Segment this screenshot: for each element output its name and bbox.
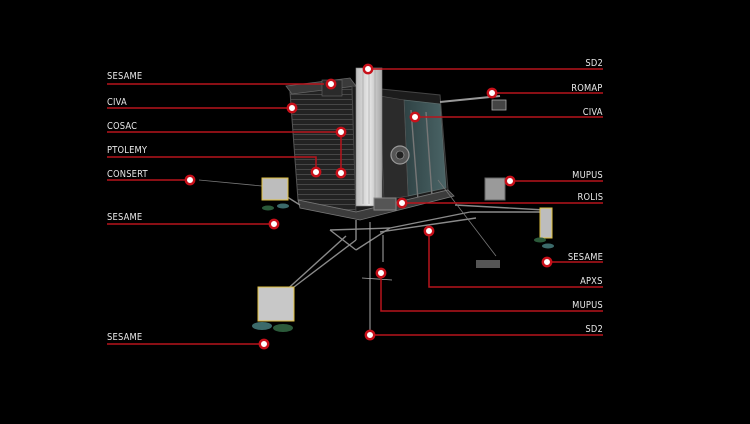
label-mupus-bottom: MUPUS (572, 300, 603, 311)
label-ptolemy: PTOLEMY (107, 145, 148, 156)
leader-line-apxs (428, 231, 603, 288)
marker-civa-left[interactable] (286, 102, 298, 114)
markers (184, 63, 553, 350)
label-civa-right: CIVA (583, 107, 603, 118)
marker-mupus-bottom[interactable] (375, 267, 387, 279)
label-sd2-top: SD2 (585, 58, 603, 69)
marker-cosac[interactable] (335, 126, 347, 138)
marker-sesame-mid[interactable] (268, 218, 280, 230)
marker-ptolemy[interactable] (310, 166, 322, 178)
marker-sd2-top[interactable] (362, 63, 374, 75)
marker-consert[interactable] (184, 174, 196, 186)
label-rolis: ROLIS (577, 192, 603, 203)
label-sesame-top: SESAME (107, 71, 143, 82)
marker-civa-right[interactable] (409, 111, 421, 123)
marker-romap[interactable] (486, 87, 498, 99)
marker-sesame-right[interactable] (541, 256, 553, 268)
lander-body (285, 67, 507, 221)
marker-sd2-bottom[interactable] (364, 329, 376, 341)
marker-rolis[interactable] (396, 197, 408, 209)
marker-mupus-top[interactable] (504, 175, 516, 187)
label-romap: ROMAP (571, 83, 603, 94)
landing-gear (198, 179, 546, 334)
label-sesame-mid: SESAME (107, 212, 143, 223)
lander-feet (252, 177, 554, 332)
leader-line-mupus-bottom (380, 273, 603, 312)
label-cosac: COSAC (107, 121, 138, 132)
marker-apxs[interactable] (423, 225, 435, 237)
label-sesame-right: SESAME (567, 252, 603, 263)
label-consert: CONSERT (107, 169, 148, 180)
marker-cosac-link[interactable] (335, 167, 347, 179)
leader-lines (107, 68, 603, 345)
marker-sesame-top[interactable] (325, 78, 337, 90)
label-sesame-bottom: SESAME (107, 332, 143, 343)
marker-sesame-bottom[interactable] (258, 338, 270, 350)
label-apxs: APXS (580, 276, 603, 287)
label-sd2-bottom: SD2 (585, 324, 603, 335)
label-civa-left: CIVA (107, 97, 127, 108)
label-mupus-top: MUPUS (572, 170, 603, 181)
